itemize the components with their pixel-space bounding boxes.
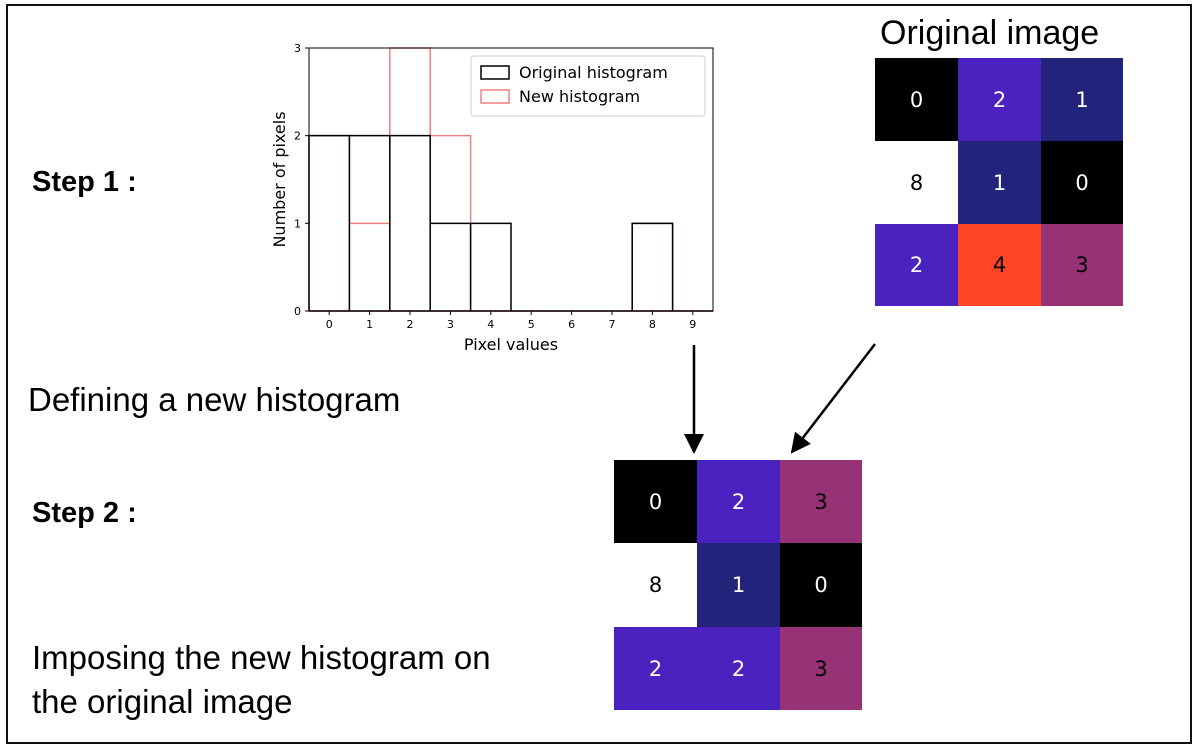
- original-to-result-arrow: [790, 343, 876, 454]
- legend-swatch: [480, 89, 510, 104]
- pixel-cell: 0: [875, 58, 958, 141]
- legend-box: [470, 55, 706, 117]
- pixel-cell: 2: [697, 460, 780, 543]
- legend-swatch: [480, 65, 510, 80]
- x-tick-label: 9: [689, 318, 696, 331]
- x-axis-label: Pixel values: [464, 335, 558, 354]
- pixel-cell: 3: [780, 627, 862, 710]
- y-axis-label: Number of pixels: [270, 111, 289, 247]
- pixel-cell: 0: [1041, 141, 1123, 224]
- pixel-cell: 0: [614, 460, 697, 543]
- pixel-cell: 2: [697, 627, 780, 710]
- x-tick-label: 3: [447, 318, 454, 331]
- x-tick-label: 7: [609, 318, 616, 331]
- histogram-series-original: [308, 134, 713, 312]
- pixel-cell: 2: [875, 224, 958, 306]
- figure-frame: [6, 4, 1192, 744]
- pixel-cell: 4: [958, 224, 1041, 306]
- x-tick-label: 6: [568, 318, 575, 331]
- step2-label: Step 2 :: [32, 497, 137, 529]
- step2-description-line: Imposing the new histogram on: [32, 639, 491, 676]
- pixel-cell: 8: [875, 141, 958, 224]
- legend-label: Original histogram: [519, 63, 668, 82]
- y-tick-label: 1: [294, 217, 301, 230]
- legend-label: New histogram: [519, 87, 640, 106]
- pixel-cell: 0: [780, 543, 862, 627]
- step1-label: Step 1 :: [32, 166, 137, 198]
- step1-description: Defining a new histogram: [28, 381, 401, 418]
- y-tick-label: 0: [294, 305, 301, 318]
- step2-description: Imposing the new histogram on the origin…: [32, 636, 491, 724]
- pixel-cell: 3: [1041, 224, 1123, 306]
- pixel-cell: 3: [780, 460, 862, 543]
- pixel-cell: 8: [614, 543, 697, 627]
- x-tick-label: 5: [528, 318, 535, 331]
- pixel-cell: 2: [614, 627, 697, 710]
- x-tick-label: 0: [326, 318, 333, 331]
- x-tick-label: 8: [649, 318, 656, 331]
- x-tick-label: 1: [366, 318, 373, 331]
- x-tick-label: 2: [407, 318, 414, 331]
- y-tick-label: 2: [294, 130, 301, 143]
- x-tick-label: 4: [487, 318, 494, 331]
- y-tick-label: 3: [294, 42, 301, 55]
- original-image-title: Original image: [880, 14, 1100, 52]
- pixel-cell: 1: [958, 141, 1041, 224]
- pixel-cell: 1: [697, 543, 780, 627]
- step2-description-line: the original image: [32, 683, 293, 720]
- pixel-cell: 2: [958, 58, 1041, 141]
- plot-frame: [308, 47, 714, 312]
- pixel-cell: 1: [1041, 58, 1123, 141]
